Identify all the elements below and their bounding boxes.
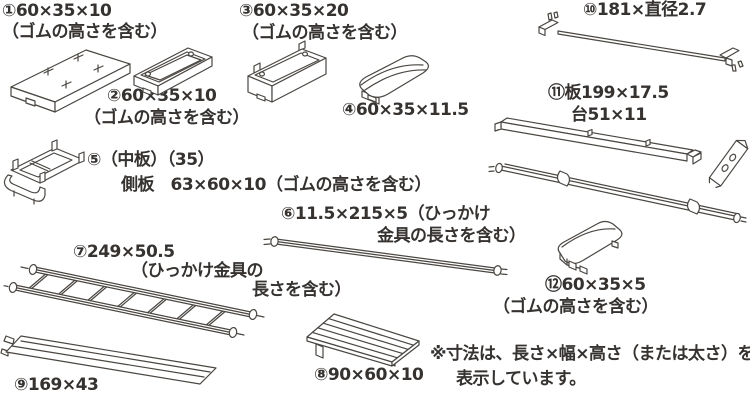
part-12-rounded-pad-illustration xyxy=(557,220,623,275)
part-2-note: （ゴムの高さを含む） xyxy=(84,108,250,128)
part-5-dimension: ⑤（中板）（35） xyxy=(87,150,215,170)
part-7-note-2: 長さを含む） xyxy=(252,280,352,300)
part-2-dimension: ②60×35×10 xyxy=(107,86,217,106)
part-8-dimension: ⑧90×60×10 xyxy=(314,365,424,385)
part-6-dimension: ⑥11.5×215×5（ひっかけ xyxy=(281,204,491,224)
part-3-deep-tray-illustration xyxy=(247,40,327,103)
part-6-note: 金具の長さを含む） xyxy=(377,226,526,246)
part-1-dimension: ①60×35×10 xyxy=(2,1,112,21)
part-11-plank-and-base-illustration xyxy=(488,117,749,224)
part-10-dimension: ⑩181×直径2.7 xyxy=(583,0,707,20)
part-5-side-frame-illustration xyxy=(3,139,85,205)
part-10-rod-with-brackets-illustration xyxy=(538,11,744,72)
part-7-ladder-illustration xyxy=(3,263,265,339)
part-7-note: （ひっかけ金具の xyxy=(131,261,264,281)
part-2-shallow-tray-illustration xyxy=(133,47,213,96)
part-8-slatted-platform-illustration xyxy=(306,313,420,367)
part-4-dimension: ④60×35×11.5 xyxy=(342,100,469,120)
part-11-note: 台51×11 xyxy=(571,105,647,125)
part-1-note: （ゴムの高さを含む） xyxy=(2,22,168,42)
part-9-ramp-board-illustration xyxy=(0,335,217,385)
footnote-line-2: 表示しています。 xyxy=(456,369,586,389)
part-7-dimension: ⑦249×50.5 xyxy=(73,242,175,262)
part-1-flat-board-illustration xyxy=(10,49,131,113)
part-11-base-block xyxy=(708,139,749,188)
part-5-note: 側板 63×60×10（ゴムの高さを含む） xyxy=(121,175,431,195)
part-11-dimension: ⑪板199×17.5 xyxy=(548,83,669,103)
part-6-long-plank-illustration xyxy=(263,236,508,276)
part-3-dimension: ③60×35×20 xyxy=(239,1,349,21)
part-4-rounded-block-illustration xyxy=(359,55,429,105)
part-12-note: （ゴムの高さを含む） xyxy=(493,297,659,317)
part-12-dimension: ⑫60×35×5 xyxy=(545,275,646,295)
part-9-dimension: ⑨169×43 xyxy=(14,375,99,395)
part-3-note: （ゴムの高さを含む） xyxy=(242,23,408,43)
footnote-line-1: ※寸法は、長さ×幅×高さ（または太さ）を xyxy=(430,344,750,364)
